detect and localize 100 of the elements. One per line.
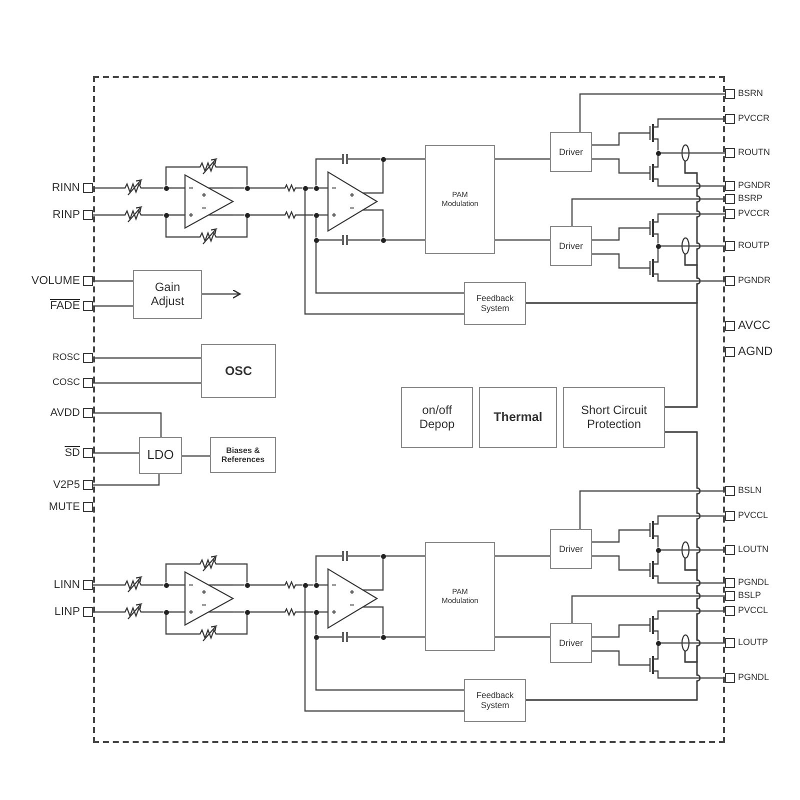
current-sense-symbol bbox=[682, 542, 688, 558]
wire bbox=[222, 218, 248, 238]
current-sense-symbol bbox=[682, 145, 688, 161]
wire bbox=[657, 634, 659, 640]
wire bbox=[318, 239, 342, 241]
junction-dot bbox=[244, 212, 250, 218]
wire bbox=[168, 187, 185, 189]
block-label: Feedback System bbox=[475, 294, 515, 314]
wire bbox=[592, 624, 650, 638]
junction-dot bbox=[380, 238, 386, 242]
function-block bbox=[464, 679, 526, 722]
block-label: LDO bbox=[147, 448, 174, 463]
variable-resistor-symbol bbox=[122, 604, 147, 620]
current-sense-symbol bbox=[682, 635, 688, 651]
resistor-symbol bbox=[283, 212, 297, 218]
wire bbox=[93, 452, 139, 454]
function-block bbox=[563, 387, 665, 448]
wire bbox=[592, 227, 650, 241]
wire bbox=[168, 584, 185, 586]
wire bbox=[592, 529, 650, 543]
pin-label: ROUTP bbox=[738, 241, 770, 251]
wire bbox=[93, 584, 122, 586]
pin-label: AVCC bbox=[738, 319, 770, 333]
junction-dot bbox=[164, 610, 168, 614]
wire bbox=[250, 187, 283, 189]
pin-label: PGNDL bbox=[738, 578, 770, 588]
pin-label: AGND bbox=[738, 345, 773, 359]
variable-resistor-symbol bbox=[197, 229, 222, 245]
wire bbox=[377, 209, 384, 238]
wire bbox=[495, 158, 550, 160]
wire bbox=[304, 588, 464, 712]
pin-label: BSLN bbox=[738, 486, 762, 496]
block-label: Driver bbox=[559, 146, 583, 158]
wire bbox=[657, 277, 725, 282]
wire bbox=[377, 558, 384, 591]
mosfet-symbol bbox=[650, 561, 658, 579]
mosfet-symbol bbox=[650, 616, 658, 634]
junction-dot bbox=[164, 582, 168, 588]
wire bbox=[657, 610, 725, 616]
wire bbox=[657, 515, 725, 521]
junction-dot bbox=[314, 610, 318, 614]
junction-dot bbox=[656, 548, 660, 552]
wire bbox=[315, 614, 317, 634]
wire bbox=[660, 642, 682, 644]
mosfet-symbol bbox=[650, 656, 658, 674]
wire bbox=[377, 162, 384, 194]
wire bbox=[222, 166, 248, 186]
pin-label: PVCCL bbox=[738, 511, 768, 521]
block-label: Biases & References bbox=[220, 446, 266, 464]
wire bbox=[657, 539, 659, 548]
wire bbox=[318, 584, 328, 586]
wire bbox=[297, 611, 314, 613]
resistor-symbol bbox=[283, 185, 297, 191]
function-block bbox=[550, 623, 592, 663]
pin-label: SD bbox=[64, 446, 80, 460]
wire bbox=[233, 611, 244, 613]
wire bbox=[233, 187, 244, 189]
wire bbox=[93, 305, 133, 307]
pin-label: VOLUME bbox=[31, 274, 80, 288]
op-amp-symbol bbox=[328, 172, 377, 231]
junction-dot bbox=[314, 582, 318, 588]
op-amp-symbol bbox=[185, 572, 233, 625]
capacitor-symbol bbox=[342, 550, 348, 562]
wire bbox=[386, 239, 425, 241]
junction-dot bbox=[380, 634, 386, 640]
block-label: Driver bbox=[559, 544, 583, 554]
junction-dot bbox=[302, 582, 308, 588]
wire bbox=[657, 118, 725, 124]
wire bbox=[315, 158, 342, 186]
wire bbox=[657, 237, 659, 244]
wire bbox=[386, 158, 425, 160]
wire bbox=[318, 611, 328, 613]
wire bbox=[318, 187, 328, 189]
wire bbox=[147, 187, 164, 189]
wire bbox=[657, 182, 725, 187]
pin-label: PVCCL bbox=[738, 606, 768, 616]
wire bbox=[182, 455, 210, 457]
pin-label: MUTE bbox=[48, 500, 80, 514]
function-block bbox=[464, 282, 526, 325]
variable-resistor-symbol bbox=[197, 159, 222, 175]
junction-dot bbox=[380, 156, 386, 162]
block-label: Short Circuit Protection bbox=[580, 404, 648, 432]
wire bbox=[657, 646, 659, 656]
pin-label: LINN bbox=[54, 578, 80, 592]
wire bbox=[688, 549, 725, 551]
wire bbox=[168, 214, 185, 216]
wire bbox=[526, 431, 700, 701]
wire bbox=[315, 555, 342, 582]
wire bbox=[592, 158, 650, 174]
wire bbox=[165, 218, 197, 238]
capacitor-symbol bbox=[342, 153, 348, 165]
pin-label: COSC bbox=[52, 378, 80, 388]
wire bbox=[165, 563, 197, 582]
wire bbox=[93, 611, 122, 613]
wire bbox=[165, 614, 197, 635]
pin-label: LOUTP bbox=[738, 638, 768, 648]
wire bbox=[657, 674, 725, 679]
pin-label: ROUTN bbox=[738, 148, 770, 158]
block-label: on/off Depop bbox=[418, 404, 456, 432]
resistor-symbol bbox=[283, 582, 297, 588]
